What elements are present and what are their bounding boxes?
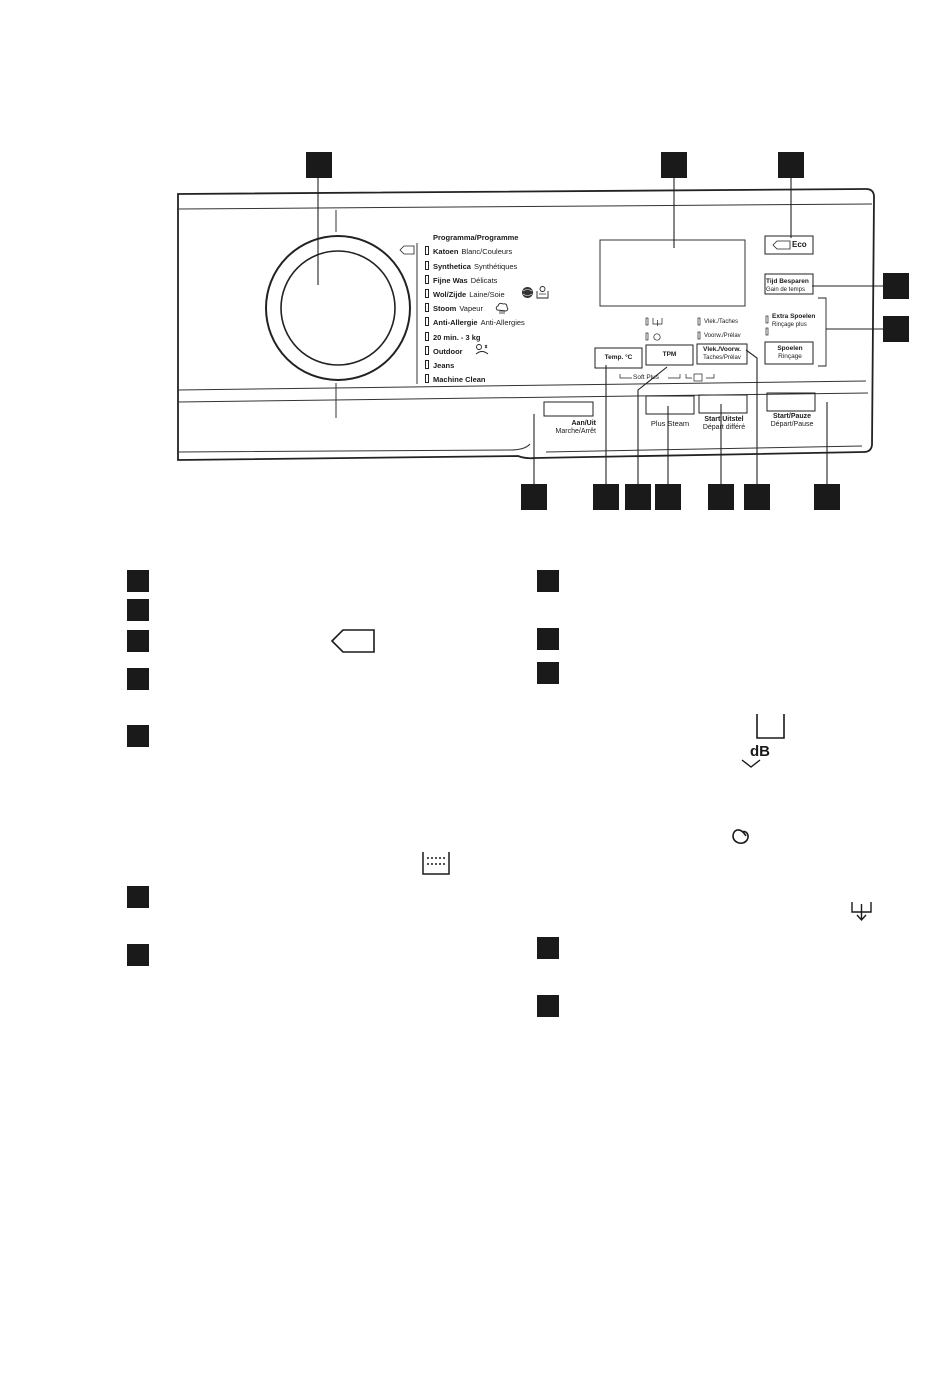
spin-icon [653, 333, 661, 341]
startpause-button[interactable] [766, 392, 816, 412]
indicator-stain-label: Vlek./Taches [704, 319, 739, 325]
soft-plus-label: Soft Plus [633, 374, 660, 381]
program-item-8[interactable]: Jeans [425, 360, 457, 370]
program-item-9[interactable]: Machine Clean [425, 374, 489, 384]
program-knob[interactable] [265, 235, 411, 381]
program-item-7[interactable]: Outdoor [425, 346, 466, 356]
rinse-led [765, 327, 769, 336]
time-save-label: Tijd Besparen Gain de temps [766, 278, 809, 293]
wool-ball-icon [522, 287, 533, 298]
onoff-label: Aan/Uit Marche/Arrêt [555, 420, 596, 435]
indicator-prewash-label: Voorw./Prélav [704, 333, 741, 339]
stain-led [697, 317, 701, 326]
spin-icon [732, 829, 749, 845]
soft-plus-bracket [619, 374, 715, 379]
startpause-label: Start/Pauze Départ/Pause [770, 413, 814, 428]
lock-icon [693, 373, 703, 382]
db-down-icon: dB [741, 743, 770, 768]
delay-button[interactable] [698, 394, 748, 414]
callout-markers [306, 152, 909, 510]
display [599, 239, 746, 307]
tpm-label: TPM [662, 351, 677, 358]
water-level-icon [422, 852, 450, 875]
plus-steam-label: Plus Steam [650, 419, 690, 428]
drain-icon [652, 318, 663, 326]
program-item-6[interactable]: 20 min. - 3 kg [425, 332, 484, 342]
plus-steam-button[interactable] [645, 395, 695, 415]
prewash-led [697, 331, 701, 340]
steam-icon [495, 302, 509, 314]
extra-rinse-led [765, 315, 769, 324]
temp-label: Temp. °C [604, 354, 633, 361]
eco-button[interactable] [764, 235, 814, 255]
legend-markers-right [537, 570, 559, 1017]
panel-inner-lines [177, 203, 873, 453]
eco-label: Eco [792, 240, 807, 249]
stain-button[interactable] [696, 343, 748, 365]
panel-outline [177, 188, 875, 461]
outdoor-icon [475, 344, 489, 355]
rinse-button[interactable] [764, 341, 814, 365]
eco-tag-icon [772, 240, 791, 250]
rinse-label: Spoelen Rinçage [777, 345, 803, 360]
tag-icon [330, 629, 375, 653]
legend-markers-left [127, 570, 149, 966]
hand-wash-icon [536, 286, 549, 299]
onoff-button[interactable] [543, 401, 594, 417]
drain-led [645, 317, 649, 326]
rinse-bracket [818, 297, 827, 367]
stain-label: Vlek./Voorw. Taches/Prélav [703, 346, 741, 361]
time-save-button[interactable] [764, 273, 814, 295]
tpm-button[interactable] [645, 344, 694, 366]
spin-led [645, 332, 649, 341]
program-title: Programma/Programme [433, 233, 519, 242]
extra-rinse-label: Extra Spoelen Rinçage plus [772, 313, 816, 328]
temp-button[interactable] [594, 347, 643, 369]
drain-icon [851, 902, 872, 922]
tag-icon [399, 245, 415, 255]
delay-label: Start Uitstel Départ différé [702, 416, 746, 431]
rectangle-icon [756, 714, 785, 739]
db-label: dB [750, 743, 770, 760]
callout-lines [317, 178, 883, 484]
